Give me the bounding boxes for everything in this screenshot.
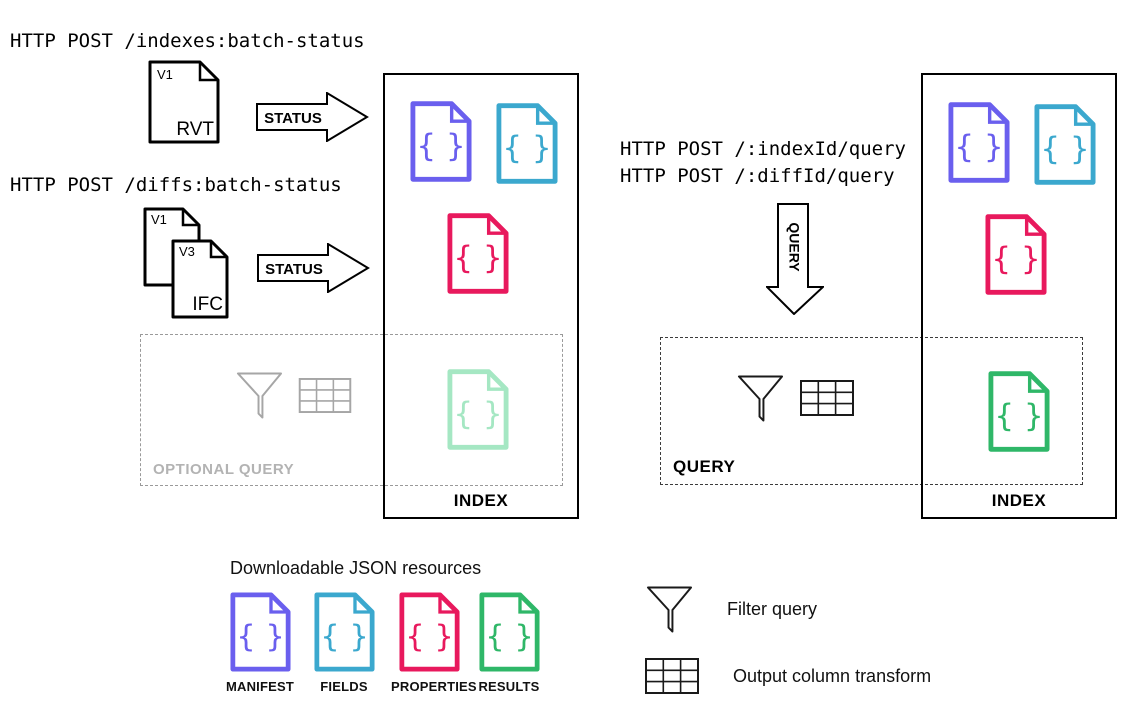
json-file-fields-icon: { }	[1034, 103, 1096, 186]
json-file-fields-icon: { }	[496, 102, 558, 185]
query-arrow-label: QUERY	[786, 222, 802, 272]
endpoint-diffs-batch-status: HTTP POST /diffs:batch-status	[10, 174, 342, 196]
downloads-title: Downloadable JSON resources	[230, 558, 482, 578]
properties-file-icon: { }	[398, 591, 460, 673]
status-arrow-2-label: STATUS	[265, 261, 323, 278]
query-box-label: QUERY	[673, 457, 736, 476]
svg-text:{ }: { }	[954, 129, 1003, 165]
resource-label: PROPERTIES	[391, 679, 477, 694]
json-file-manifest-icon: { }	[948, 101, 1010, 184]
index-box-left-label: INDEX	[453, 491, 509, 510]
filter-legend-label: Filter query	[727, 598, 818, 619]
table-legend-row: Output column transform	[645, 658, 931, 694]
table-icon-black	[800, 380, 854, 416]
optional-query-box: OPTIONAL QUERY	[140, 334, 563, 486]
json-file-properties-icon: { }	[447, 212, 509, 295]
index-box-left: INDEX	[383, 73, 579, 519]
endpoint-diff-query: HTTP POST /:diffId/query	[620, 165, 895, 187]
rvt-type-label: RVT	[176, 119, 214, 140]
diff-back-version-label: V1	[151, 212, 167, 227]
svg-text:{ }: { }	[502, 130, 551, 166]
diff-front-version-label: V3	[179, 244, 195, 259]
filter-icon	[646, 584, 693, 634]
filter-legend-row: Filter query	[646, 584, 817, 634]
resource-label: MANIFEST	[225, 679, 295, 694]
json-file-results-optional-icon: { }	[447, 368, 509, 451]
table-icon-gray	[298, 378, 352, 413]
table-icon	[645, 658, 699, 694]
ifc-diff-stack-icon: V1 V3 IFC	[143, 207, 231, 321]
json-file-results-icon: { }	[988, 370, 1050, 453]
resource-item: { } MANIFEST	[222, 591, 298, 694]
table-legend-label: Output column transform	[733, 665, 932, 686]
svg-text:{ }: { }	[453, 240, 502, 276]
svg-text:{ }: { }	[236, 619, 285, 654]
status-arrow-1-label: STATUS	[264, 110, 322, 127]
svg-text:{ }: { }	[416, 128, 465, 164]
filter-icon-black	[737, 373, 784, 423]
status-arrow-2: STATUS	[257, 242, 370, 294]
query-box: QUERY	[660, 337, 1083, 485]
json-file-properties-icon: { }	[985, 213, 1047, 296]
endpoint-indexes-batch-status: HTTP POST /indexes:batch-status	[10, 30, 365, 52]
svg-text:{ }: { }	[991, 241, 1040, 277]
rvt-file-icon: V1 RVT	[148, 60, 220, 144]
fields-file-icon: { }	[313, 591, 375, 673]
svg-text:{ }: { }	[405, 619, 454, 654]
endpoint-index-query: HTTP POST /:indexId/query	[620, 138, 906, 160]
resource-item: { } PROPERTIES	[391, 591, 477, 694]
svg-text:{ }: { }	[485, 619, 534, 654]
resource-label: RESULTS	[478, 679, 540, 694]
index-box-right-label: INDEX	[991, 491, 1047, 510]
filter-icon-gray	[236, 370, 283, 420]
optional-query-box-label: OPTIONAL QUERY	[153, 461, 295, 478]
resource-item: { } FIELDS	[306, 591, 382, 694]
resource-item: { } RESULTS	[471, 591, 547, 694]
diff-front-type-label: IFC	[192, 294, 223, 315]
resource-label: FIELDS	[320, 679, 368, 694]
query-arrow: QUERY	[764, 203, 826, 316]
svg-text:{ }: { }	[1040, 131, 1089, 167]
svg-text:{ }: { }	[320, 619, 369, 654]
rvt-version-label: V1	[157, 67, 173, 82]
results-file-icon: { }	[478, 591, 540, 673]
index-box-right: INDEX	[921, 73, 1117, 519]
svg-text:{ }: { }	[994, 398, 1043, 434]
status-arrow-1: STATUS	[256, 91, 369, 143]
manifest-file-icon: { }	[229, 591, 291, 673]
svg-text:{ }: { }	[453, 396, 502, 432]
json-file-manifest-icon: { }	[410, 100, 472, 183]
